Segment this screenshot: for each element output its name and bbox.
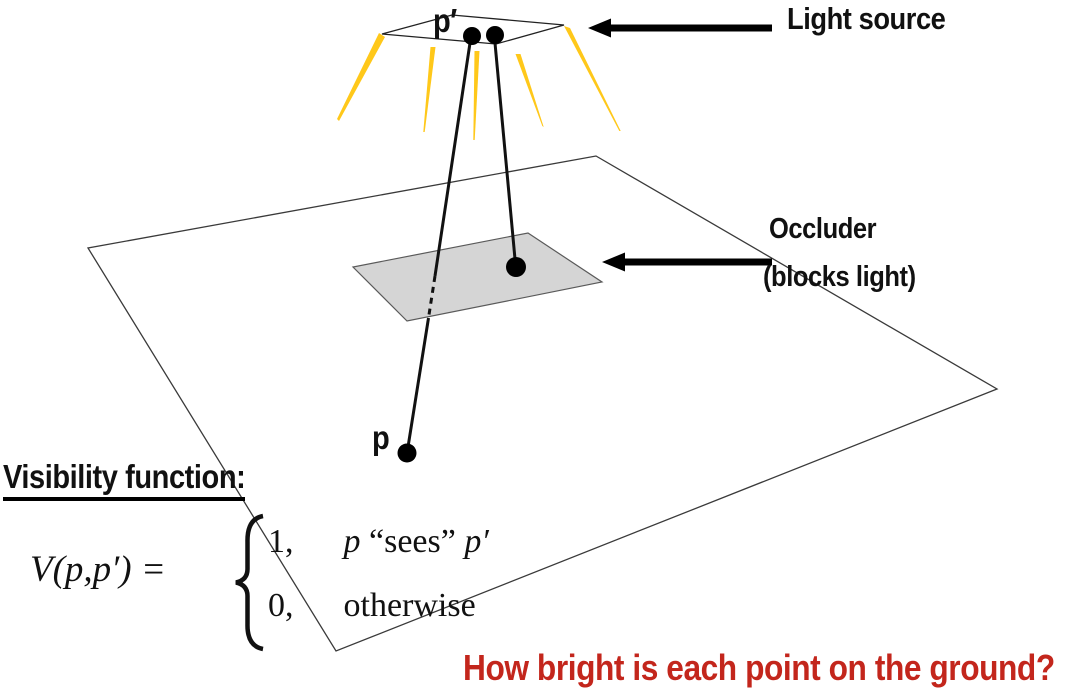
occluder-arrow-icon — [602, 252, 772, 272]
light-ray-icon — [564, 26, 621, 131]
visibility-formula-lhs: V(p,p′) = — [30, 549, 166, 590]
occluder-label: Occluder — [769, 213, 877, 245]
occluder-hit-dot — [506, 257, 526, 277]
light-ray-icon — [423, 47, 436, 132]
visibility-function-heading: Visibility function: — [3, 459, 246, 501]
occluded-ray-line — [493, 42, 517, 260]
light-ray-icon — [473, 51, 480, 140]
light-source-label: Light source — [787, 1, 946, 36]
case-cond-p: p — [343, 523, 361, 560]
case-value: 1, — [268, 523, 294, 560]
case-cond-text: “sees” — [369, 523, 456, 560]
case-cond-text: otherwise — [343, 587, 476, 624]
light-point-label: p′ — [433, 2, 457, 39]
light-ray-icon — [337, 33, 385, 121]
light-point-dot — [486, 26, 504, 44]
ground-point-dot — [397, 443, 417, 463]
cases-brace-icon — [235, 513, 264, 652]
question-text: How bright is each point on the ground? — [463, 647, 1055, 688]
visibility-case-visible: 1, p “sees” p′ — [268, 523, 489, 561]
visibility-case-blocked: 0, otherwise — [268, 587, 476, 625]
case-value: 0, — [268, 587, 294, 624]
ground-plane — [86, 155, 999, 652]
light-point-dot — [463, 27, 481, 45]
blocked-sight-line — [406, 42, 472, 448]
occluder-sublabel: (blocks light) — [763, 261, 916, 293]
occluder-quad — [351, 232, 604, 322]
light-ray-icon — [515, 54, 544, 127]
light-source-arrow-icon — [588, 18, 772, 38]
ground-point-label: p — [372, 419, 390, 456]
light-rays — [337, 26, 621, 140]
case-cond-p-prime: p′ — [464, 523, 489, 560]
